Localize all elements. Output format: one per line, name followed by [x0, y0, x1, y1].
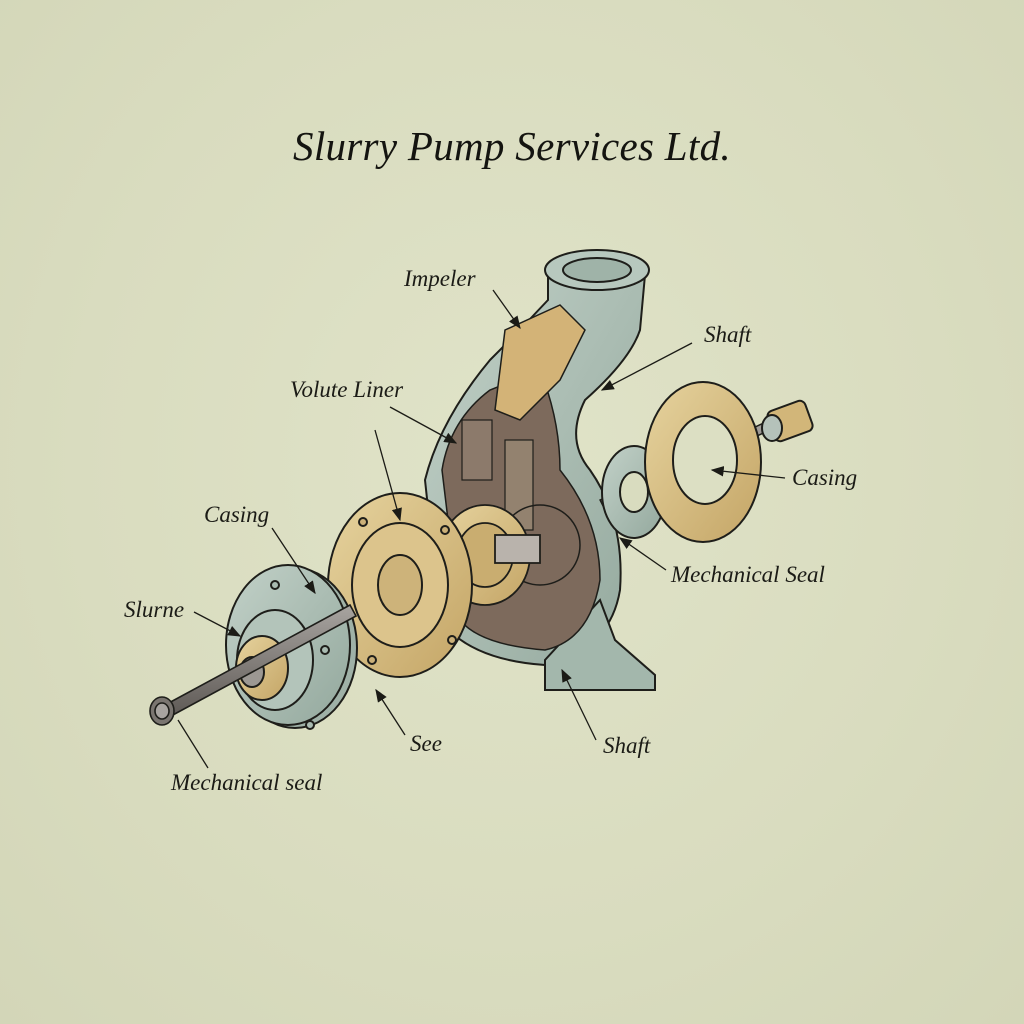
- label-see: See: [410, 731, 442, 756]
- label-mechanical-seal-right: Mechanical Seal: [671, 562, 825, 587]
- label-mechanical-seal-left: Mechanical seal: [171, 770, 323, 795]
- label-slurne: Slurne: [124, 597, 185, 622]
- shaft-left: [149, 603, 358, 726]
- end-cap: [761, 399, 814, 443]
- label-casing-left: Casing: [204, 502, 270, 527]
- label-shaft-bottom: Shaft: [603, 733, 651, 758]
- diagram-title: Slurry Pump Services Ltd.: [293, 123, 731, 169]
- brass-flange-left: [327, 492, 473, 678]
- label-shaft-top: Shaft: [704, 322, 752, 347]
- label-casing-right: Casing: [792, 465, 858, 490]
- label-impeler: Impeler: [404, 266, 476, 291]
- right-assembly: [599, 381, 814, 543]
- leader-lines: [177, 289, 786, 769]
- label-volute-liner: Volute Liner: [290, 377, 404, 402]
